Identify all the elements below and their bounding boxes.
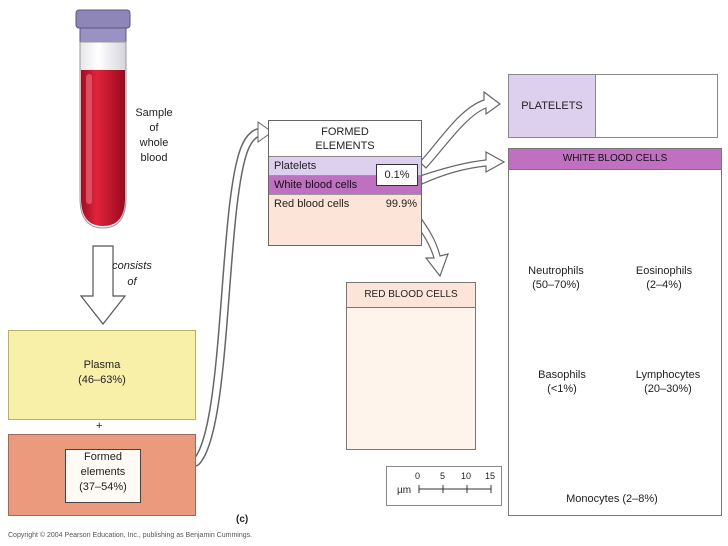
basophils-label: Basophils (<1%) xyxy=(512,368,612,396)
plasma-name: Plasma xyxy=(83,359,121,371)
monocytes-label: Monocytes (2–8%) xyxy=(562,492,662,506)
heading-line: ELEMENTS xyxy=(315,140,375,152)
down-arrow xyxy=(79,245,127,325)
combined-percent-box: 0.1% xyxy=(376,164,418,186)
table-row-rbc: Red blood cells 99.9% xyxy=(269,195,421,213)
formed-table-heading: FORMED ELEMENTS xyxy=(269,121,421,157)
lymphocytes-label: Lymphocytes (20–30%) xyxy=(618,368,718,396)
plasma-box: Plasma (46–63%) xyxy=(8,330,196,420)
white-blood-cells-panel: WHITE BLOOD CELLS xyxy=(508,148,722,516)
plasma-range: (46–63%) xyxy=(78,374,126,386)
arrow-to-platelets xyxy=(419,90,502,169)
curved-arrow-to-table xyxy=(191,127,267,467)
consists-line: consists xyxy=(112,260,152,272)
scale-tick: 5 xyxy=(440,471,446,481)
scale-bar-graphic xyxy=(418,485,492,493)
copyright-text: Copyright © 2004 Pearson Education, Inc.… xyxy=(8,532,253,539)
tube-label-line: blood xyxy=(140,152,168,164)
platelets-panel: PLATELETS xyxy=(508,74,718,138)
plasma-label: Plasma (46–63%) xyxy=(9,358,195,388)
cell-name: Neutrophils xyxy=(528,265,584,277)
red-blood-cells-panel: RED BLOOD CELLS xyxy=(346,282,476,450)
scale-bar: µm 0 5 10 15 xyxy=(386,466,502,506)
consists-of-label: consists of xyxy=(102,258,162,290)
eosinophils-label: Eosinophils (2–4%) xyxy=(614,264,714,292)
rbc-title: RED BLOOD CELLS xyxy=(347,283,475,308)
formed-elements-label: Formed elements (37–54%) xyxy=(65,449,141,503)
row-label: Platelets xyxy=(274,160,317,172)
cell-name: Monocytes (2–8%) xyxy=(566,493,658,505)
arrow-to-wbc xyxy=(419,150,506,185)
cell-range: (50–70%) xyxy=(532,279,580,291)
figure-letter: (c) xyxy=(236,514,249,525)
formed-elements-sample-box: Formed elements (37–54%) xyxy=(8,434,196,516)
formed-line: (37–54%) xyxy=(79,481,127,493)
row-value: 99.9% xyxy=(385,198,417,210)
formed-line: Formed xyxy=(84,451,122,463)
tube-label: Sample of whole blood xyxy=(128,106,180,166)
cell-name: Eosinophils xyxy=(635,265,693,277)
row-label: White blood cells xyxy=(274,179,358,191)
plus-sign: + xyxy=(96,420,103,432)
cell-name: Lymphocytes xyxy=(635,369,701,381)
cell-name: Basophils xyxy=(538,369,586,381)
neutrophils-label: Neutrophils (50–70%) xyxy=(506,264,606,292)
wbc-title: WHITE BLOOD CELLS xyxy=(509,149,721,170)
row-label: Red blood cells xyxy=(274,198,350,210)
cell-range: (20–30%) xyxy=(644,383,692,395)
cell-range: (<1%) xyxy=(547,383,577,395)
formed-line: elements xyxy=(80,466,126,478)
scale-unit: µm xyxy=(397,485,412,496)
heading-line: FORMED xyxy=(321,126,369,138)
tube-label-line: Sample xyxy=(135,107,173,119)
consists-line: of xyxy=(127,276,137,288)
tube-label-line: whole xyxy=(139,137,169,149)
cell-range: (2–4%) xyxy=(646,279,682,291)
scale-tick: 10 xyxy=(461,471,472,481)
scale-tick: 0 xyxy=(415,471,421,481)
blood-tube-icon xyxy=(75,9,131,229)
tube-label-line: of xyxy=(149,122,159,134)
scale-tick: 15 xyxy=(485,471,496,481)
platelets-title: PLATELETS xyxy=(509,75,596,137)
